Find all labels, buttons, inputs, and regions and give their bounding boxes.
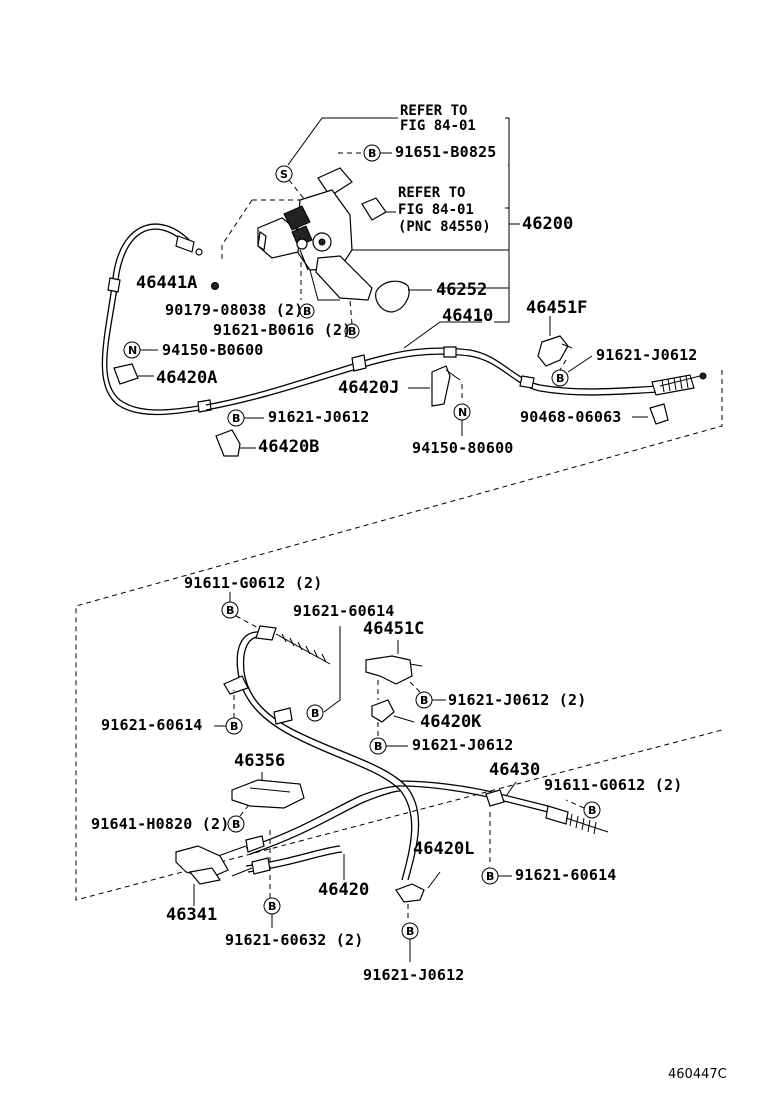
front-cable-left (101, 223, 212, 416)
part-number-91651-B0825: 91651-B0825 (395, 143, 497, 161)
cable-46430: 46430 (399, 760, 609, 835)
part-number-46430: 46430 (489, 760, 540, 780)
bracket-46356: 46356 (231, 751, 305, 809)
bracket-46451F: 46451F (526, 298, 587, 367)
label-91621-60632: B 91621-60632 (2) (225, 830, 363, 949)
label-91641-H0820: 91641-H0820 (2) B (91, 805, 249, 833)
refer-note2-line2: FIG 84-01 (398, 202, 474, 218)
label-91621-J0612-right: B 91621-J0612 (551, 346, 698, 387)
screw-symbol: S (275, 165, 306, 201)
cable-46410: 46410 (205, 306, 707, 411)
part-number-46420L: 46420L (413, 839, 474, 859)
diagram-reference-code: 460447C (668, 1067, 727, 1082)
part-number-90468-06063: 90468-06063 (520, 408, 622, 426)
svg-text:N: N (128, 344, 137, 357)
part-number-91621-J0612-mid: 91621-J0612 (412, 736, 514, 754)
clip-46420L: 46420L (395, 839, 474, 903)
part-number-91621-J0612-left: 91621-J0612 (268, 408, 370, 426)
part-number-46356: 46356 (234, 751, 285, 771)
part-number-46200: 46200 (522, 214, 573, 234)
svg-text:B: B (348, 325, 356, 338)
clip-46420K: 46420K (371, 680, 482, 732)
svg-text:B: B (556, 372, 564, 385)
part-number-46420B: 46420B (258, 437, 319, 457)
part-number-91621-60614-left: 91621-60614 (101, 716, 203, 734)
label-91621-J0612-mid: B 91621-J0612 (369, 722, 514, 755)
svg-text:B: B (226, 604, 234, 617)
part-number-91621-J0612-right: 91621-J0612 (596, 346, 698, 364)
svg-text:N: N (458, 406, 467, 419)
label-90179-08038: 90179-08038 (2) B (165, 262, 315, 319)
label-90468-06063: 90468-06063 (520, 403, 669, 426)
label-91651-B0825: B 91651-B0825 (338, 143, 497, 162)
refer-bracket-lines (340, 117, 520, 323)
part-number-46252: 46252 (436, 280, 487, 300)
svg-text:B: B (232, 412, 240, 425)
label-91611-G0612-right: 91611-G0612 (2) B (544, 776, 682, 819)
refer-note-line1: REFER TO (400, 103, 467, 119)
pedal-pad-46252: 46252 (375, 280, 487, 313)
label-46441A: 46441A (136, 273, 219, 293)
svg-text:B: B (486, 870, 494, 883)
part-number-91621-B0616: 91621-B0616 (2) (213, 321, 351, 339)
part-number-46420J: 46420J (338, 378, 399, 398)
part-number-46410: 46410 (442, 306, 493, 326)
svg-text:B: B (311, 707, 319, 720)
svg-text:B: B (588, 804, 596, 817)
label-91621-60614-bottom: B 91621-60614 (481, 812, 617, 885)
bracket-46451C: 46451C (363, 619, 424, 685)
bracket-46341: 46341 (166, 845, 229, 925)
part-number-91641-H0820: 91641-H0820 (2) (91, 815, 229, 833)
clip-46420B: 46420B (215, 429, 319, 457)
part-number-91621-60632: 91621-60632 (2) (225, 931, 363, 949)
label-94150-80600: N 94150-80600 (412, 384, 514, 457)
screw-symbol-label: S (280, 168, 288, 181)
part-number-46420A: 46420A (156, 368, 217, 388)
rear-cable-right-side (223, 625, 420, 881)
refer-note-line2: FIG 84-01 (400, 118, 476, 134)
clip-46420A: 46420A (113, 363, 217, 388)
part-number-94150-80600: 94150-80600 (412, 439, 514, 457)
label-91621-J0612-bottom: B 91621-J0612 (363, 904, 465, 984)
label-94150-B0600: N 94150-B0600 (123, 341, 264, 359)
part-number-46420: 46420 (318, 880, 369, 900)
cable-46420: 46420 (217, 785, 401, 900)
part-number-46451C: 46451C (363, 619, 424, 639)
svg-text:B: B (230, 720, 238, 733)
part-number-46420K: 46420K (420, 712, 482, 732)
svg-text:B: B (368, 147, 376, 160)
part-number-46341: 46341 (166, 905, 217, 925)
label-91621-60614-left: B 91621-60614 B (101, 626, 341, 735)
part-number-91621-J0612-2: 91621-J0612 (2) (448, 691, 586, 709)
svg-text:B: B (303, 305, 311, 318)
part-number-94150-B0600: 94150-B0600 (162, 341, 264, 359)
parking-brake-pedal-assembly (221, 167, 373, 301)
part-number-46441A: 46441A (136, 273, 197, 293)
part-number-91621-60614-bottom: 91621-60614 (515, 866, 617, 884)
part-number-91621-60614-top: 91621-60614 (293, 602, 395, 620)
refer-note2-line3: (PNC 84550) (398, 219, 491, 235)
svg-text:B: B (374, 740, 382, 753)
part-number-46451F: 46451F (526, 298, 587, 318)
part-number-90179-08038: 90179-08038 (2) (165, 301, 303, 319)
svg-text:B: B (420, 694, 428, 707)
label-91621-J0612-left: B 91621-J0612 (227, 408, 370, 427)
refer-note-pnc: REFER TO FIG 84-01 (PNC 84550) (361, 185, 491, 235)
refer-note2-line1: REFER TO (398, 185, 465, 201)
label-91621-J0612-2: B 91621-J0612 (2) (409, 681, 586, 709)
refer-note-top: REFER TO FIG 84-01 (287, 103, 476, 166)
part-number-91611-G0612-right: 91611-G0612 (2) (544, 776, 682, 794)
label-91611-G0612-top: 91611-G0612 (2) B (184, 574, 322, 631)
label-91621-B0616: 91621-B0616 (2) B (213, 299, 360, 339)
part-number-91611-G0612-top: 91611-G0612 (2) (184, 574, 322, 592)
svg-text:B: B (268, 900, 276, 913)
part-number-91621-J0612-bottom: 91621-J0612 (363, 966, 465, 984)
svg-text:B: B (406, 925, 414, 938)
svg-text:B: B (232, 818, 240, 831)
clip-46420J: 46420J (338, 365, 461, 407)
region-divider (75, 370, 723, 901)
